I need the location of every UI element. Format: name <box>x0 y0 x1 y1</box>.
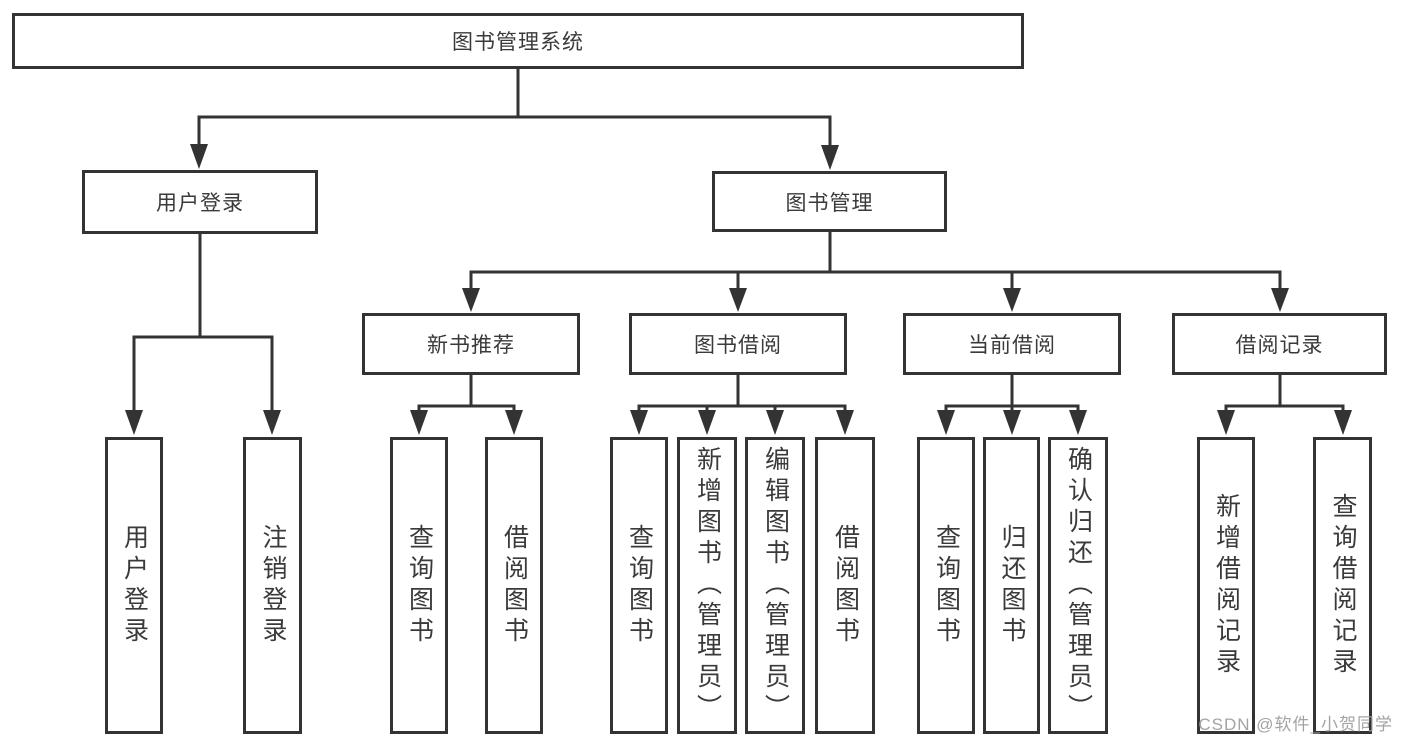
leaf-return-book: 归还图书 <box>983 437 1040 734</box>
node-library-management-system: 图书管理系统 <box>12 13 1024 69</box>
leaf-add-book-admin: 新增图书（管理员） <box>677 437 737 734</box>
leaf-borrow-book-2: 借阅图书 <box>815 437 875 734</box>
leaf-logout-label: 注销登录 <box>259 523 287 648</box>
leaf-confirm-return-admin: 确认归还（管理员） <box>1048 437 1108 734</box>
node-current-borrow: 当前借阅 <box>903 313 1121 375</box>
leaf-edit-book-admin-label: 编辑图书（管理员） <box>761 446 790 725</box>
node-user-login: 用户登录 <box>82 170 318 234</box>
leaf-query-book-3: 查询图书 <box>917 437 975 734</box>
leaf-query-book-3-label: 查询图书 <box>932 523 961 648</box>
leaf-query-book-2: 查询图书 <box>610 437 668 734</box>
node-new-book-recommend: 新书推荐 <box>362 313 580 375</box>
leaf-add-borrow-record: 新增借阅记录 <box>1197 437 1255 734</box>
leaf-user-login: 用户登录 <box>105 437 163 734</box>
node-book-management: 图书管理 <box>712 171 947 232</box>
leaf-add-borrow-record-label: 新增借阅记录 <box>1212 492 1241 679</box>
leaf-confirm-return-admin-label: 确认归还（管理员） <box>1064 446 1093 725</box>
leaf-edit-book-admin: 编辑图书（管理员） <box>745 437 805 734</box>
leaf-query-book-1: 查询图书 <box>390 437 448 734</box>
leaf-borrow-book-1-label: 借阅图书 <box>500 523 529 648</box>
leaf-add-book-admin-label: 新增图书（管理员） <box>693 446 722 725</box>
leaf-return-book-label: 归还图书 <box>998 523 1026 648</box>
leaf-query-borrow-record-label: 查询借阅记录 <box>1329 492 1357 679</box>
leaf-query-book-1-label: 查询图书 <box>405 523 434 648</box>
leaf-borrow-book-1: 借阅图书 <box>485 437 543 734</box>
node-borrow-records: 借阅记录 <box>1172 313 1387 375</box>
leaf-query-book-2-label: 查询图书 <box>625 523 654 648</box>
leaf-borrow-book-2-label: 借阅图书 <box>831 523 860 648</box>
node-book-borrow: 图书借阅 <box>629 313 847 375</box>
watermark: CSDN @软件_小贺同学 <box>1198 715 1393 734</box>
leaf-query-borrow-record: 查询借阅记录 <box>1313 437 1372 734</box>
leaf-logout: 注销登录 <box>243 437 302 734</box>
leaf-user-login-label: 用户登录 <box>120 523 149 648</box>
